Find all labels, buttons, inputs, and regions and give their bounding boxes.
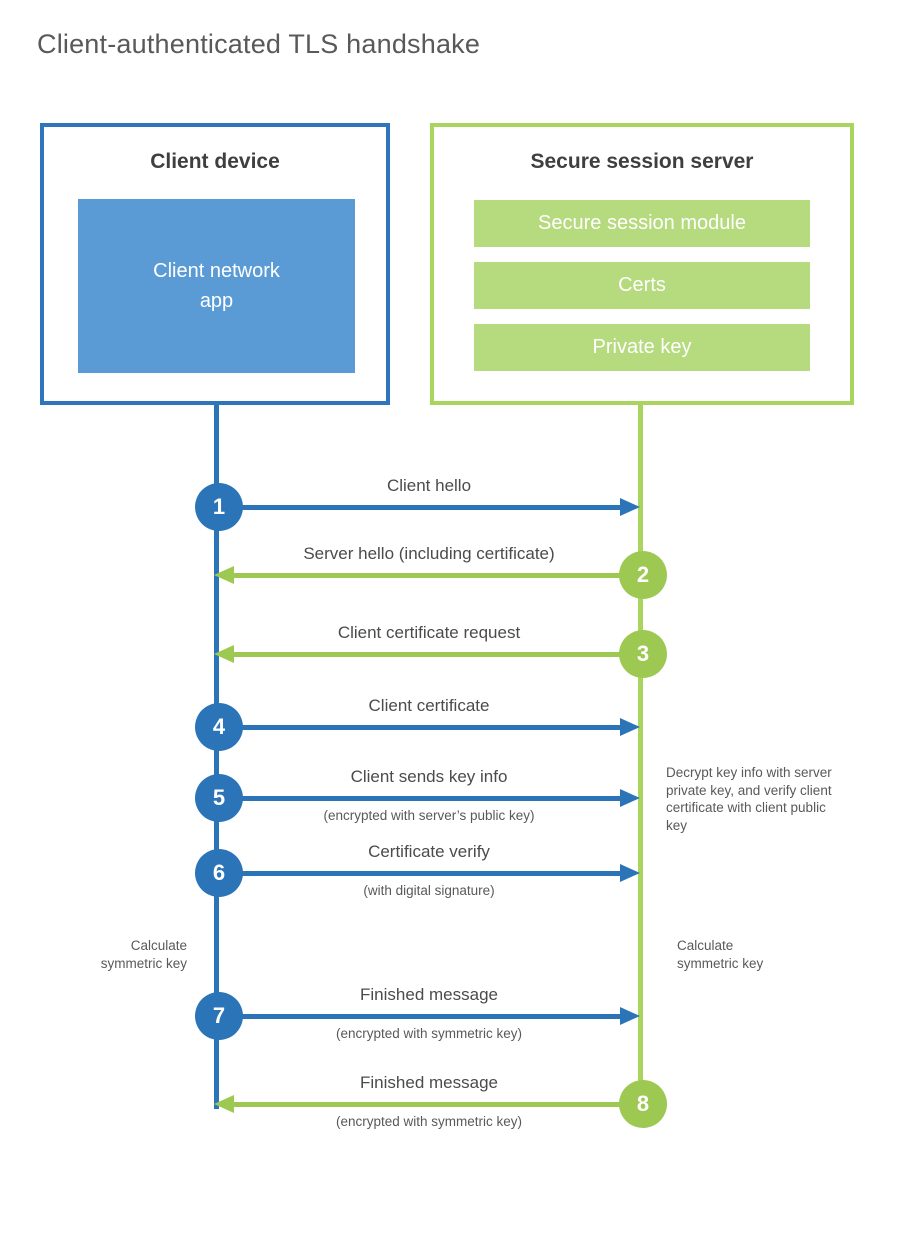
step-6-arrowhead-right-icon	[619, 864, 640, 882]
step-3-label: Client certificate request	[337, 623, 521, 642]
page-title: Client-authenticated TLS handshake	[37, 29, 481, 59]
secure-session-server-title: Secure session server	[530, 150, 754, 173]
step-7-arrowhead-right-icon	[619, 1007, 640, 1025]
step-4-label: Client certificate	[368, 696, 490, 715]
step-1-badge: 1	[195, 483, 243, 531]
server-module-certs: Certs	[474, 262, 810, 309]
step-8-label: Finished message	[360, 1073, 498, 1092]
step-1-label: Client hello	[386, 476, 472, 495]
client-device-box: Client device Client network app	[40, 123, 390, 405]
calculate-symmetric-key-server: Calculate symmetric key	[677, 938, 764, 971]
step-5-arrowhead-right-icon	[619, 789, 640, 807]
step-2-arrow-line	[233, 572, 641, 578]
calculate-symmetric-key-client: Calculate symmetric key	[100, 938, 187, 971]
step-2-label: Server hello (including certificate)	[303, 544, 555, 563]
step-7-label: Finished message	[360, 985, 498, 1004]
step-8-arrowhead-left-icon	[213, 1095, 234, 1113]
decrypt-key-note: Decrypt key info with server private key…	[666, 765, 832, 833]
step-6-label: Certificate verify	[368, 842, 490, 861]
secure-session-server-box: Secure session server Secure session mod…	[430, 123, 854, 405]
client-lifeline	[214, 405, 219, 1109]
step-1-arrow-line	[216, 504, 621, 510]
step-7-arrow-line	[216, 1013, 621, 1019]
client-network-app-node: Client network app	[78, 199, 355, 373]
step-4-arrow-line	[216, 724, 621, 730]
client-device-title: Client device	[150, 150, 280, 173]
step-6-badge: 6	[195, 849, 243, 897]
step-6-arrow-line	[216, 870, 621, 876]
server-module-private-key: Private key	[474, 324, 810, 371]
step-2-arrowhead-left-icon	[213, 566, 234, 584]
step-3-badge: 3	[619, 630, 667, 678]
step-8-arrow-line	[233, 1101, 641, 1107]
step-8-badge: 8	[619, 1080, 667, 1128]
server-module-secure-session-module: Secure session module	[474, 200, 810, 247]
step-7-badge: 7	[195, 992, 243, 1040]
step-4-badge: 4	[195, 703, 243, 751]
step-6-sublabel: (with digital signature)	[363, 883, 495, 898]
step-5-label: Client sends key info	[350, 767, 508, 786]
step-5-badge: 5	[195, 774, 243, 822]
step-3-arrowhead-left-icon	[213, 645, 234, 663]
step-2-badge: 2	[619, 551, 667, 599]
step-4-arrowhead-right-icon	[619, 718, 640, 736]
step-8-sublabel: (encrypted with symmetric key)	[335, 1114, 523, 1129]
step-5-arrow-line	[216, 795, 621, 801]
step-5-sublabel: (encrypted with server’s public key)	[323, 808, 535, 823]
step-1-arrowhead-right-icon	[619, 498, 640, 516]
step-3-arrow-line	[233, 651, 641, 657]
step-7-sublabel: (encrypted with symmetric key)	[335, 1026, 523, 1041]
server-lifeline	[638, 405, 643, 1104]
